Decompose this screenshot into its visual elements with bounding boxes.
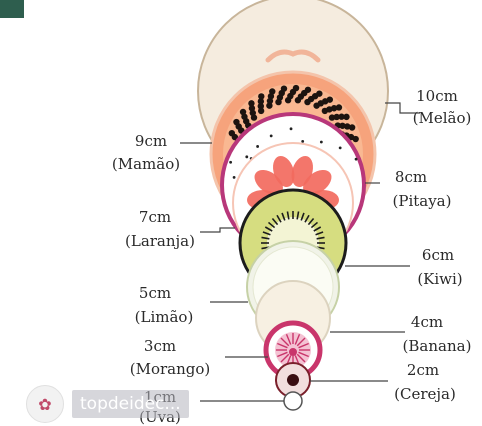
cherry-name-label: (Cereja) (394, 385, 456, 403)
pitaya-name-label: (Pitaya) (393, 192, 452, 210)
strawberry-size-label: 3cm (144, 337, 176, 355)
papaya-size-label: 9cm (135, 132, 167, 150)
kiwi-size-label: 6cm (422, 246, 454, 264)
banana-size-label: 4cm (411, 313, 443, 331)
melon-size-label: 10cm (416, 87, 458, 105)
watermark: ✿ topdeidec... (26, 384, 208, 424)
papaya-name-label: (Mamão) (112, 155, 180, 173)
lemon-size-label: 5cm (139, 284, 171, 302)
pitaya-size-label: 8cm (395, 168, 427, 186)
melon-name-label: (Melão) (413, 109, 472, 127)
strawberry-name-label: (Morango) (130, 360, 211, 378)
orange-size-label: 7cm (139, 208, 171, 226)
watermark-logo-icon: ✿ (26, 385, 64, 423)
lemon-name-label: (Limão) (135, 308, 194, 326)
cherry-size-label: 2cm (407, 361, 439, 379)
grape-circle (284, 392, 302, 410)
orange-name-label: (Laranja) (125, 232, 195, 250)
kiwi-name-label: (Kiwi) (417, 270, 462, 288)
watermark-text: topdeidec... (72, 390, 189, 418)
banana-name-label: (Banana) (403, 337, 472, 355)
